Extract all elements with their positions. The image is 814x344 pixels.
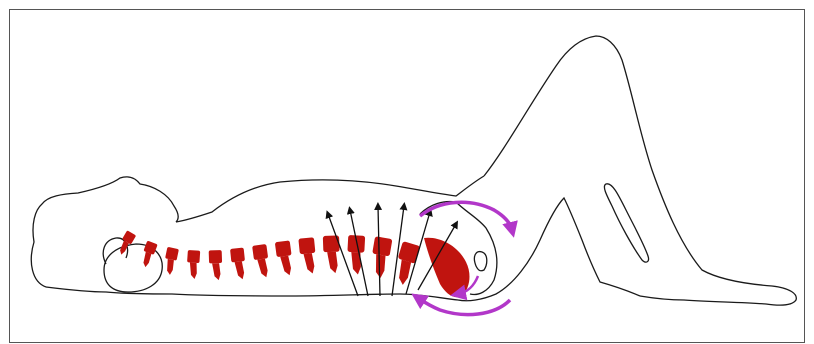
vertebra <box>275 240 294 276</box>
lower-leg-outline <box>458 198 640 301</box>
vertebra <box>391 241 421 286</box>
spine <box>115 230 469 297</box>
head-outline <box>31 177 178 287</box>
vertebra <box>252 244 271 279</box>
calf-crease <box>604 184 648 262</box>
vertebra <box>368 236 392 279</box>
sacrum-hole <box>474 252 486 271</box>
rotation-arrow-upper <box>420 202 512 230</box>
back-outline <box>46 287 458 300</box>
vertebra <box>230 248 247 281</box>
vertebra <box>298 237 317 274</box>
vertebra <box>115 230 136 256</box>
torso-top-outline <box>176 176 484 222</box>
thigh-outline <box>484 36 796 305</box>
vertebra <box>209 250 223 280</box>
vertebra <box>162 247 179 276</box>
vertebra <box>186 250 200 279</box>
